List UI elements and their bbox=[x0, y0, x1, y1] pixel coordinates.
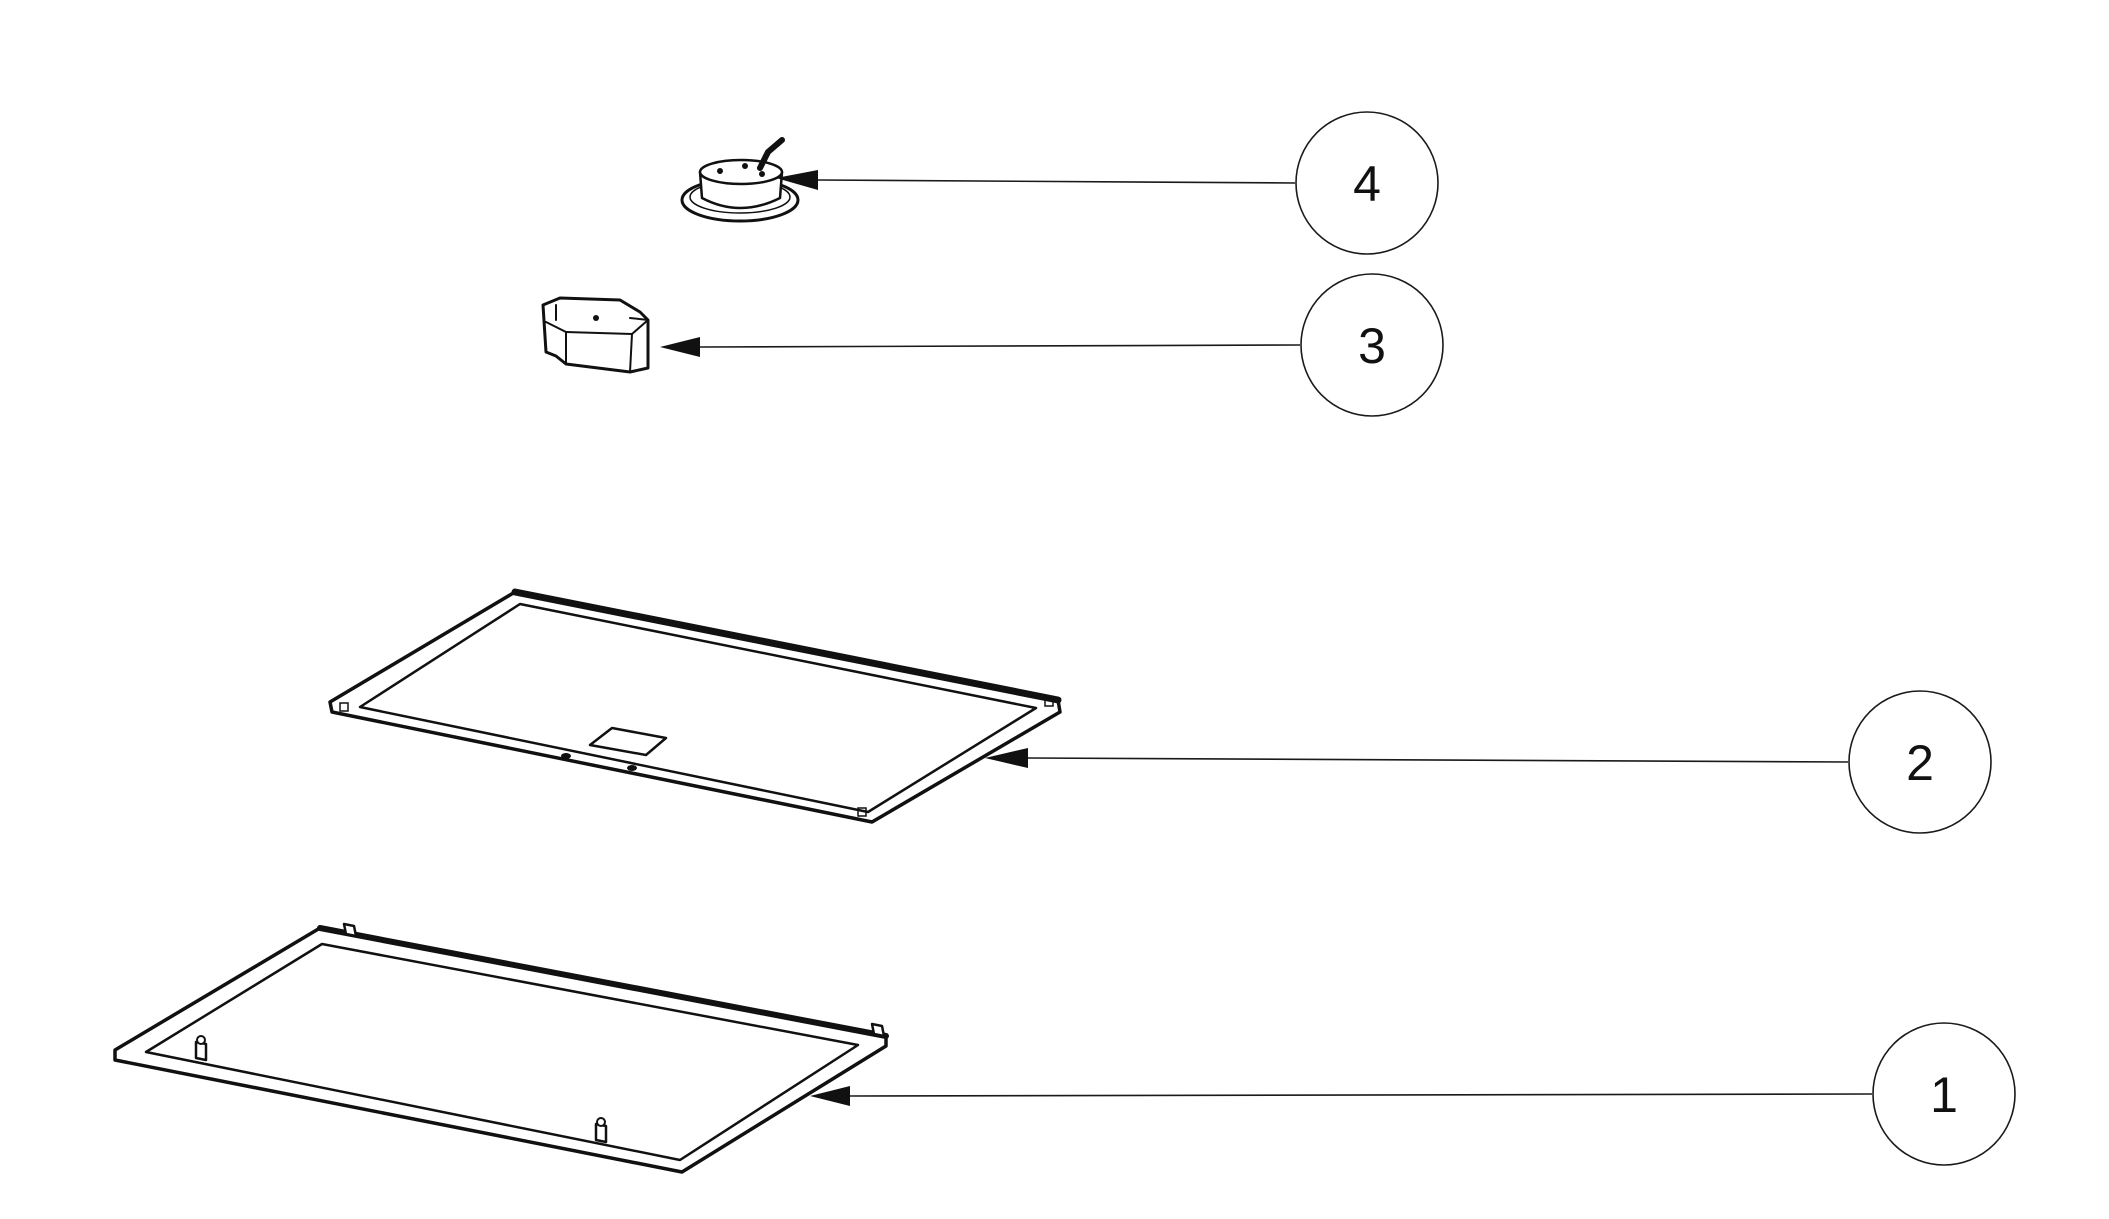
leader-1 bbox=[810, 1086, 1873, 1106]
balloon-4-label: 4 bbox=[1353, 156, 1381, 212]
part-2-frame bbox=[328, 588, 1062, 824]
leader-2 bbox=[985, 748, 1849, 768]
balloon-4: 4 bbox=[1295, 111, 1439, 255]
part-4-cup bbox=[680, 137, 800, 223]
balloon-1-label: 1 bbox=[1930, 1067, 1958, 1123]
leader-3 bbox=[660, 337, 1301, 357]
balloon-3: 3 bbox=[1300, 273, 1444, 417]
balloon-2: 2 bbox=[1848, 690, 1992, 834]
balloon-2-label: 2 bbox=[1906, 735, 1934, 791]
balloon-1: 1 bbox=[1872, 1022, 2016, 1166]
leader-4 bbox=[776, 170, 1296, 190]
balloon-3-label: 3 bbox=[1358, 318, 1386, 374]
part-1-frame bbox=[113, 922, 889, 1174]
part-3-block bbox=[541, 296, 650, 374]
